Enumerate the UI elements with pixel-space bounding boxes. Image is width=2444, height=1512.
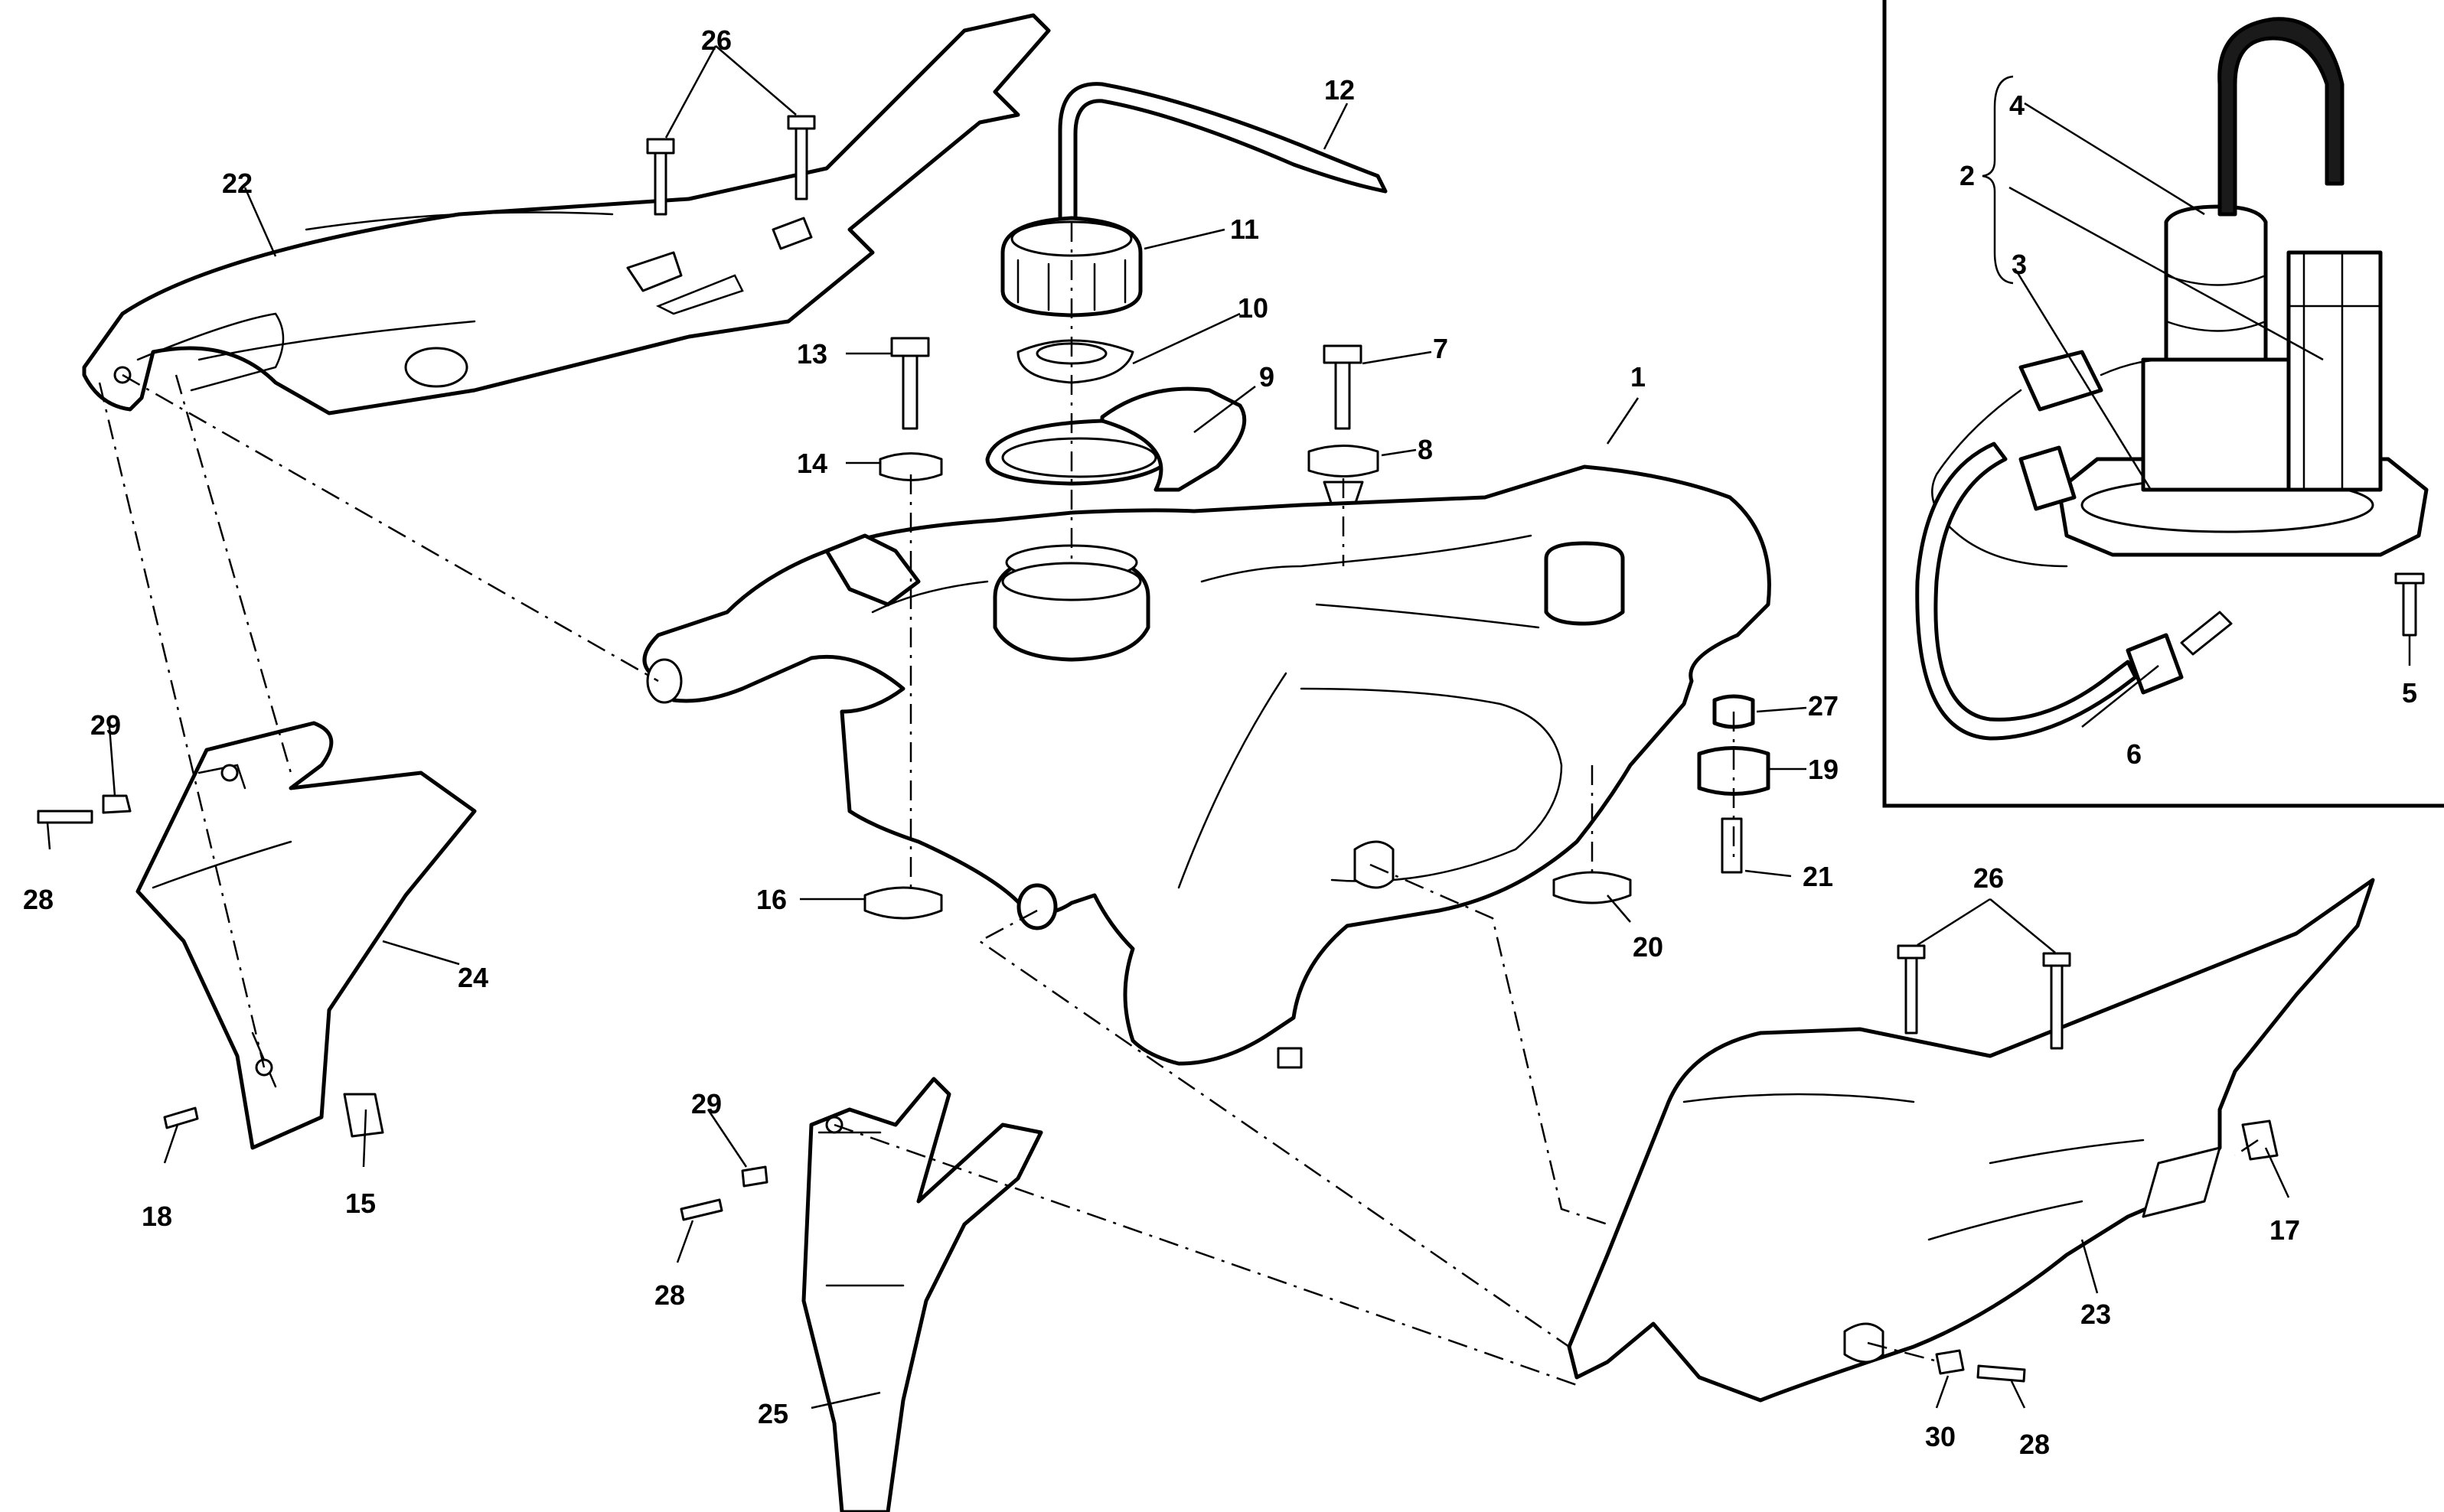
screw-29-centre xyxy=(741,1165,768,1188)
alignment-lines xyxy=(98,222,2259,1387)
callout-27: 27 xyxy=(1808,690,1839,722)
side-panel-23 xyxy=(1567,878,2375,1403)
callout-19: 19 xyxy=(1808,754,1839,785)
washer-14 xyxy=(879,452,943,481)
callout-3: 3 xyxy=(2012,249,2027,280)
callout-labels: 1 2 3 4 5 6 7 8 9 10 11 12 13 14 15 16 1… xyxy=(23,24,2417,1460)
screw-26-lower-left xyxy=(1904,955,1918,1035)
callout-20: 20 xyxy=(1633,931,1663,963)
flange-screw xyxy=(2402,580,2417,637)
pump-lower-housing xyxy=(2141,357,2291,492)
pump-housing xyxy=(2286,250,2383,492)
callout-28-centre: 28 xyxy=(654,1279,685,1311)
brace-item-2 xyxy=(1982,75,2014,285)
side-panel-24 xyxy=(37,721,477,1150)
callout-28-left: 28 xyxy=(23,884,54,915)
callout-14: 14 xyxy=(797,448,827,479)
inline-fitting xyxy=(2126,633,2184,695)
rubber-mount-19 xyxy=(1697,746,1770,796)
callout-29-centre: 29 xyxy=(691,1088,722,1119)
bolt-18 xyxy=(163,1106,199,1129)
fuel-line-hose xyxy=(1915,442,2138,741)
spacer-21 xyxy=(1721,817,1743,874)
callout-26-bottom: 26 xyxy=(1973,862,2004,894)
nut-17 xyxy=(2241,1119,2279,1161)
seat-cover-22 xyxy=(82,13,1051,415)
bolt-28-centre xyxy=(680,1198,723,1221)
callout-2: 2 xyxy=(1959,160,1975,191)
quick-connector xyxy=(2018,445,2077,511)
callout-9: 9 xyxy=(1259,361,1274,393)
callout-15: 15 xyxy=(345,1188,376,1219)
fuel-pump-body xyxy=(2164,204,2268,385)
callout-8: 8 xyxy=(1418,434,1433,465)
callout-24: 24 xyxy=(458,962,488,993)
screw-26-right xyxy=(795,125,808,200)
side-panel-25 xyxy=(680,1077,1043,1512)
callout-28-right: 28 xyxy=(2019,1429,2050,1460)
bolt-28-left xyxy=(37,810,93,824)
screw-26-left xyxy=(654,152,667,216)
grommet-8 xyxy=(1307,445,1379,477)
callout-10: 10 xyxy=(1238,292,1268,324)
screw-29-left xyxy=(102,794,132,814)
screw-26-lower-right xyxy=(2050,963,2064,1050)
fuel-tank-1 xyxy=(642,464,1771,1069)
fuel-pump-inset xyxy=(1882,0,2444,808)
callout-17: 17 xyxy=(2269,1214,2300,1246)
nut-15 xyxy=(343,1093,384,1138)
callout-12: 12 xyxy=(1324,74,1355,106)
callout-13: 13 xyxy=(797,338,827,370)
callout-4: 4 xyxy=(2009,90,2025,121)
screw-30 xyxy=(1935,1349,1965,1375)
callout-18: 18 xyxy=(142,1201,172,1232)
inset-frame xyxy=(1882,0,2444,808)
callout-21: 21 xyxy=(1803,861,1833,892)
callout-6: 6 xyxy=(2126,738,2142,770)
washer-20 xyxy=(1552,871,1632,904)
callout-30: 30 xyxy=(1925,1421,1956,1452)
callout-23: 23 xyxy=(2080,1299,2111,1330)
bolt-28-right xyxy=(1976,1364,2026,1383)
callout-5: 5 xyxy=(2402,677,2417,709)
leader-lines xyxy=(46,45,2411,1409)
callout-7: 7 xyxy=(1433,333,1448,364)
callout-11: 11 xyxy=(1230,213,1259,245)
callout-26-top: 26 xyxy=(701,24,732,56)
callout-25: 25 xyxy=(758,1398,788,1429)
callout-1: 1 xyxy=(1630,361,1646,393)
callout-16: 16 xyxy=(756,884,787,915)
callout-29-left: 29 xyxy=(90,709,121,741)
cap-trim-9 xyxy=(1100,386,1247,492)
wiring-connector xyxy=(2018,350,2103,412)
washer-16 xyxy=(863,886,943,920)
callout-22: 22 xyxy=(222,168,253,199)
breather-hose-12 xyxy=(1058,82,1388,232)
filler-cap-assembly xyxy=(879,82,1388,507)
corrugated-hose xyxy=(2217,17,2344,217)
